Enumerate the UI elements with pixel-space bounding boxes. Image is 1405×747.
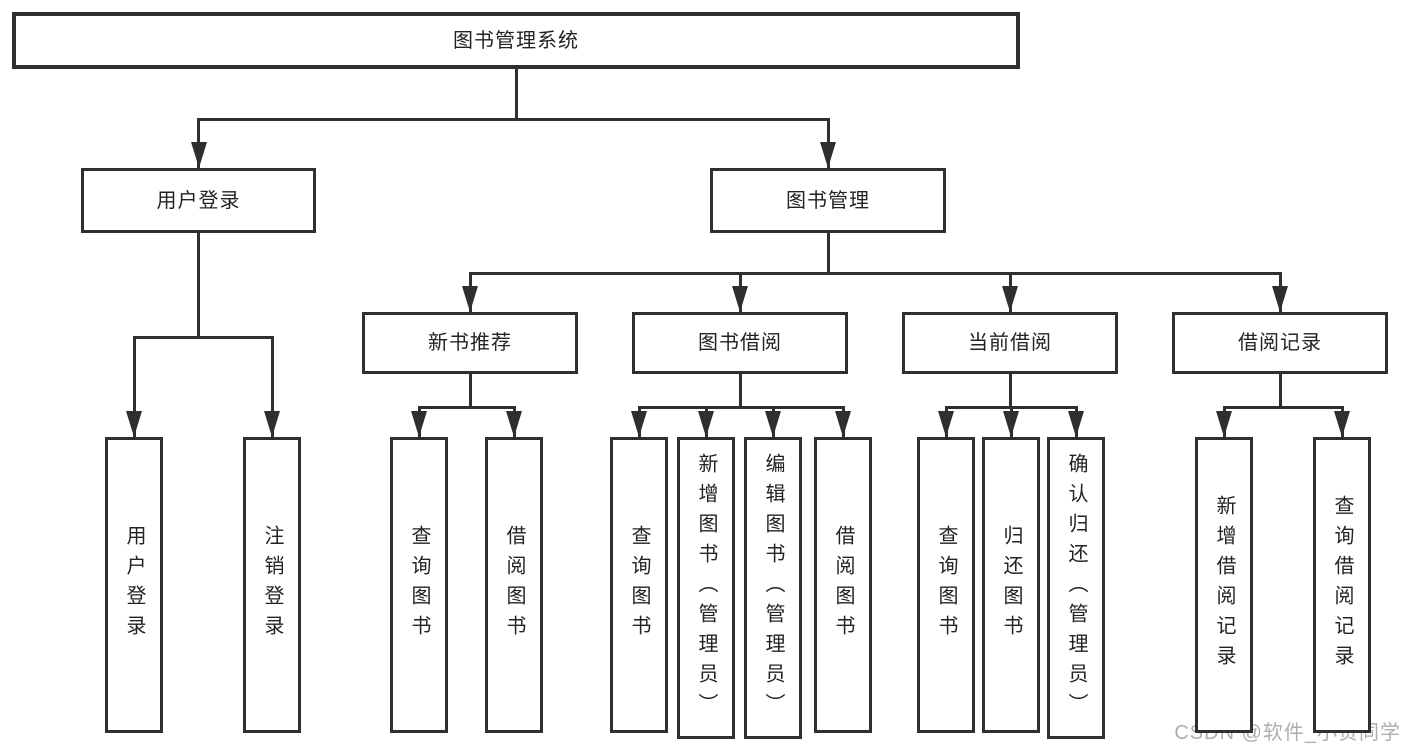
node-book-borrow: 图书借阅 bbox=[632, 312, 848, 374]
node-leaf-user-login: 用户登录 bbox=[105, 437, 163, 733]
connector-bus-new-book-rec bbox=[417, 406, 516, 409]
connector-stem-new-book-rec bbox=[468, 374, 472, 409]
node-label-leaf-user-login: 用户登录 bbox=[123, 525, 145, 645]
node-user-login: 用户登录 bbox=[81, 168, 316, 233]
node-label-current-borrow: 当前借阅 bbox=[968, 332, 1052, 354]
arrowhead-down-icon-leaf-confirm-return bbox=[1068, 411, 1084, 437]
arrowhead-down-icon-leaf-logout bbox=[264, 411, 280, 437]
node-label-leaf-borrow-book-2: 借阅图书 bbox=[832, 525, 854, 645]
node-leaf-query-borrow-record: 查询借阅记录 bbox=[1313, 437, 1371, 733]
node-root: 图书管理系统 bbox=[12, 12, 1020, 69]
node-label-root: 图书管理系统 bbox=[453, 29, 579, 52]
node-label-book-borrow: 图书借阅 bbox=[698, 332, 782, 354]
node-label-leaf-edit-book: 编辑图书（管理员） bbox=[762, 453, 784, 723]
arrowhead-down-icon-leaf-query-borrow-record bbox=[1334, 411, 1350, 437]
node-leaf-edit-book: 编辑图书（管理员） bbox=[744, 437, 802, 739]
node-label-leaf-query-borrow-record: 查询借阅记录 bbox=[1331, 495, 1353, 675]
connector-bus-root bbox=[197, 118, 830, 121]
connector-bus-book-mgmt bbox=[468, 272, 1282, 275]
connector-drop-leaf-logout bbox=[270, 336, 274, 437]
arrowhead-down-icon-leaf-borrow-book-1 bbox=[506, 411, 522, 437]
arrowhead-down-icon-leaf-query-book-2 bbox=[631, 411, 647, 437]
node-label-leaf-query-book-1: 查询图书 bbox=[408, 525, 430, 645]
node-leaf-return-book: 归还图书 bbox=[982, 437, 1040, 733]
arrowhead-down-icon-leaf-add-borrow-record bbox=[1216, 411, 1232, 437]
arrowhead-down-icon-book-borrow bbox=[732, 286, 748, 312]
arrowhead-down-icon-leaf-borrow-book-2 bbox=[835, 411, 851, 437]
node-label-user-login: 用户登录 bbox=[156, 189, 241, 212]
connector-drop-leaf-user-login bbox=[132, 336, 136, 437]
arrowhead-down-icon-borrow-records bbox=[1272, 286, 1288, 312]
node-leaf-borrow-book-1: 借阅图书 bbox=[485, 437, 543, 733]
arrowhead-down-icon-new-book-rec bbox=[462, 286, 478, 312]
connector-stem-current-borrow bbox=[1008, 374, 1012, 409]
connector-stem-borrow-records bbox=[1278, 374, 1282, 409]
arrowhead-down-icon-leaf-query-book-3 bbox=[938, 411, 954, 437]
node-label-borrow-records: 借阅记录 bbox=[1238, 332, 1322, 354]
connector-bus-user-login bbox=[132, 336, 274, 339]
connector-bus-borrow-records bbox=[1222, 406, 1344, 409]
arrowhead-down-icon-book-mgmt bbox=[820, 142, 836, 168]
connector-stem-user-login bbox=[197, 233, 200, 339]
node-new-book-rec: 新书推荐 bbox=[362, 312, 578, 374]
arrowhead-down-icon-leaf-query-book-1 bbox=[411, 411, 427, 437]
arrowhead-down-icon-leaf-edit-book bbox=[765, 411, 781, 437]
node-label-leaf-query-book-2: 查询图书 bbox=[628, 525, 650, 645]
node-leaf-add-borrow-record: 新增借阅记录 bbox=[1195, 437, 1253, 733]
arrowhead-down-icon-user-login bbox=[190, 142, 207, 168]
node-book-mgmt: 图书管理 bbox=[710, 168, 946, 233]
arrowhead-down-icon-leaf-user-login bbox=[126, 411, 142, 437]
connector-stem-root bbox=[514, 69, 518, 121]
connector-stem-book-mgmt bbox=[826, 233, 830, 275]
arrowhead-down-icon-leaf-add-book bbox=[698, 411, 714, 437]
arrowhead-down-icon-current-borrow bbox=[1002, 286, 1018, 312]
arrowhead-down-icon-leaf-return-book bbox=[1003, 411, 1019, 437]
node-label-leaf-confirm-return: 确认归还（管理员） bbox=[1065, 453, 1087, 723]
node-label-leaf-add-borrow-record: 新增借阅记录 bbox=[1213, 495, 1235, 675]
node-label-leaf-query-book-3: 查询图书 bbox=[935, 525, 957, 645]
node-label-new-book-rec: 新书推荐 bbox=[428, 332, 512, 354]
node-leaf-borrow-book-2: 借阅图书 bbox=[814, 437, 872, 733]
node-leaf-add-book: 新增图书（管理员） bbox=[677, 437, 735, 739]
node-leaf-query-book-2: 查询图书 bbox=[610, 437, 668, 733]
node-label-leaf-logout: 注销登录 bbox=[261, 525, 283, 645]
node-leaf-logout: 注销登录 bbox=[243, 437, 301, 733]
node-label-book-mgmt: 图书管理 bbox=[786, 189, 870, 212]
connector-bus-book-borrow bbox=[637, 406, 845, 409]
node-label-leaf-add-book: 新增图书（管理员） bbox=[695, 453, 717, 723]
node-leaf-confirm-return: 确认归还（管理员） bbox=[1047, 437, 1105, 739]
node-leaf-query-book-3: 查询图书 bbox=[917, 437, 975, 733]
node-current-borrow: 当前借阅 bbox=[902, 312, 1118, 374]
connector-stem-book-borrow bbox=[738, 374, 742, 409]
node-label-leaf-borrow-book-1: 借阅图书 bbox=[503, 525, 525, 645]
node-label-leaf-return-book: 归还图书 bbox=[1000, 525, 1022, 645]
node-borrow-records: 借阅记录 bbox=[1172, 312, 1388, 374]
node-leaf-query-book-1: 查询图书 bbox=[390, 437, 448, 733]
